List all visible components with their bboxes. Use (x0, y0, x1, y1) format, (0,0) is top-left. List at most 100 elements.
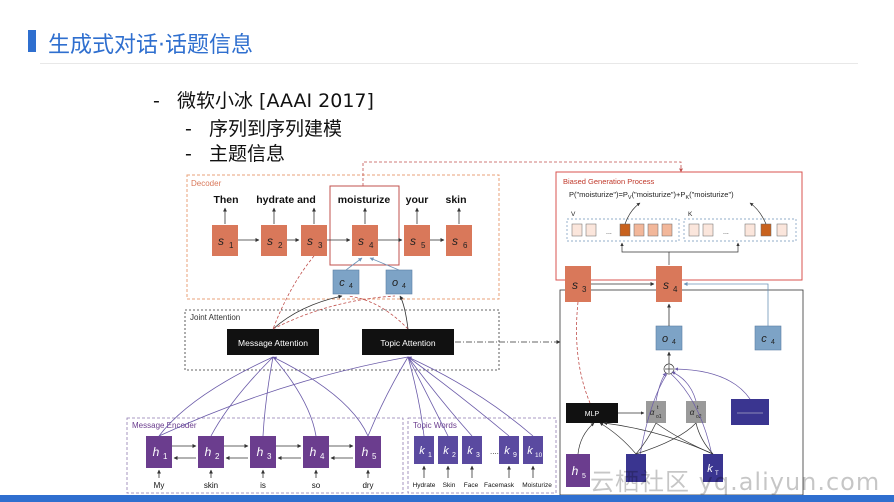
encoder-word: My (154, 481, 165, 490)
context-vector-o4: o 4 (385, 269, 413, 295)
bullet-level2-seq2seq: -序列到序列建模 (185, 118, 343, 140)
joint-attention-box (184, 309, 500, 371)
svg-text:3: 3 (267, 452, 272, 461)
bullet-text: 主题信息 (209, 143, 286, 165)
svg-text:5: 5 (421, 241, 426, 250)
svg-text:h: h (257, 445, 264, 459)
svg-text:k: k (467, 445, 473, 457)
svg-text:T: T (715, 471, 719, 477)
svg-text:4: 4 (402, 283, 406, 290)
message-encoder-label: Message Encoder (132, 421, 197, 430)
bullet-level1: -微软小冰 [AAAI 2017] (153, 90, 374, 112)
topic-word: Moisturize (522, 482, 552, 489)
encoder-state: h 5 (355, 436, 381, 468)
topic-words-label: Topic Words (413, 421, 457, 430)
decoder-state: s 5 (404, 225, 430, 256)
detail-o4: o 4 (655, 325, 683, 351)
joint-attention-group: Joint Attention Message Attention Topic … (184, 255, 561, 371)
svg-text:4: 4 (672, 339, 676, 346)
svg-text:k: k (443, 445, 449, 457)
topic-state: k 2 (438, 436, 458, 464)
svg-text:k: k (504, 445, 510, 457)
topic-words-group: Topic Words k 1 k 2 k 3 .... k 9 k 10 (158, 356, 557, 494)
encoder-state: h 2 (198, 436, 224, 468)
encoder-word: so (312, 481, 321, 490)
svg-text:2: 2 (452, 452, 456, 459)
svg-text:5: 5 (372, 452, 377, 461)
svg-text:s: s (410, 234, 416, 248)
svg-text:h: h (205, 445, 212, 459)
slide-title: 生成式对话·话题信息 (48, 33, 253, 58)
vocab-ellipsis: ... (606, 229, 612, 236)
svg-text:s: s (307, 234, 313, 248)
svg-text:o: o (392, 277, 398, 289)
detail-k-last: k T (703, 454, 723, 482)
decoder-label: Decoder (191, 179, 222, 188)
topic-words-box (407, 417, 557, 494)
svg-text:4: 4 (673, 285, 678, 294)
encoder-word: dry (362, 481, 373, 490)
svg-text:α: α (650, 408, 655, 417)
detail-s3: s 3 (565, 266, 591, 302)
svg-text:s: s (267, 234, 273, 248)
context-vector-c4: c 4 (332, 269, 360, 295)
svg-text:h: h (572, 464, 579, 478)
mlp-label: MLP (585, 411, 600, 418)
decoder-word: your (406, 194, 429, 206)
svg-text:4: 4 (349, 283, 353, 290)
svg-text:α: α (690, 408, 695, 417)
topic-word: Facemask (484, 482, 515, 489)
svg-text:o1: o1 (656, 414, 662, 420)
topic-state: k 10 (523, 436, 543, 464)
svg-text:3: 3 (318, 241, 323, 250)
attention-weight-1: α t o1 (646, 401, 666, 423)
svg-text:10: 10 (535, 452, 543, 459)
detail-topic-state (626, 454, 646, 482)
detail-h5: h 5 (566, 454, 590, 487)
encoder-word: skin (204, 481, 218, 490)
svg-text:3: 3 (476, 452, 480, 459)
joint-attention-label: Joint Attention (190, 313, 240, 322)
svg-text:k: k (419, 445, 425, 457)
svg-text:k: k (527, 445, 533, 457)
svg-text:1: 1 (229, 241, 234, 250)
decoder-word: hydrate and (256, 194, 316, 206)
topic-attention-block (362, 329, 454, 355)
detail-group: s 3 s 4 o 4 c 4 MLP α t (559, 266, 804, 496)
svg-text:2: 2 (215, 452, 220, 461)
decoder-word: skin (445, 194, 466, 206)
topic-word: Face (464, 482, 479, 489)
vocab-distribution (566, 218, 680, 242)
topic-state: k 3 (462, 436, 482, 464)
decoder-state: s 4 (352, 225, 378, 256)
bullet-text: 微软小冰 [AAAI 2017] (177, 90, 374, 112)
svg-text:h: h (362, 445, 369, 459)
target-word-prob (760, 223, 772, 237)
message-encoder-box (126, 417, 404, 494)
svg-text:s: s (218, 234, 224, 248)
svg-text:k: k (707, 463, 713, 475)
svg-text:5: 5 (582, 473, 586, 480)
decoder-word: moisturize (338, 194, 391, 206)
attention-weight-2: α t o2 (686, 401, 706, 423)
title-accent-bar (28, 30, 36, 52)
topic-word: Skin (443, 482, 456, 489)
svg-text:c: c (339, 277, 345, 289)
message-attention-label: Message Attention (238, 338, 308, 348)
svg-text:o: o (662, 333, 668, 345)
vocab-label: V (571, 211, 576, 218)
svg-text:4: 4 (369, 241, 374, 250)
title-divider (40, 63, 858, 64)
svg-text:1: 1 (163, 452, 168, 461)
svg-text:3: 3 (582, 285, 587, 294)
encoder-state: h 3 (250, 436, 276, 468)
bullet-text: 序列到序列建模 (209, 118, 343, 140)
svg-text:s: s (452, 234, 458, 248)
svg-text:s: s (663, 278, 669, 292)
target-word-prob (619, 223, 631, 237)
decoder-state: s 6 (446, 225, 472, 256)
svg-text:1: 1 (428, 452, 432, 459)
message-attention-block (227, 329, 319, 355)
mlp-block (566, 403, 618, 423)
svg-text:t: t (657, 405, 659, 411)
